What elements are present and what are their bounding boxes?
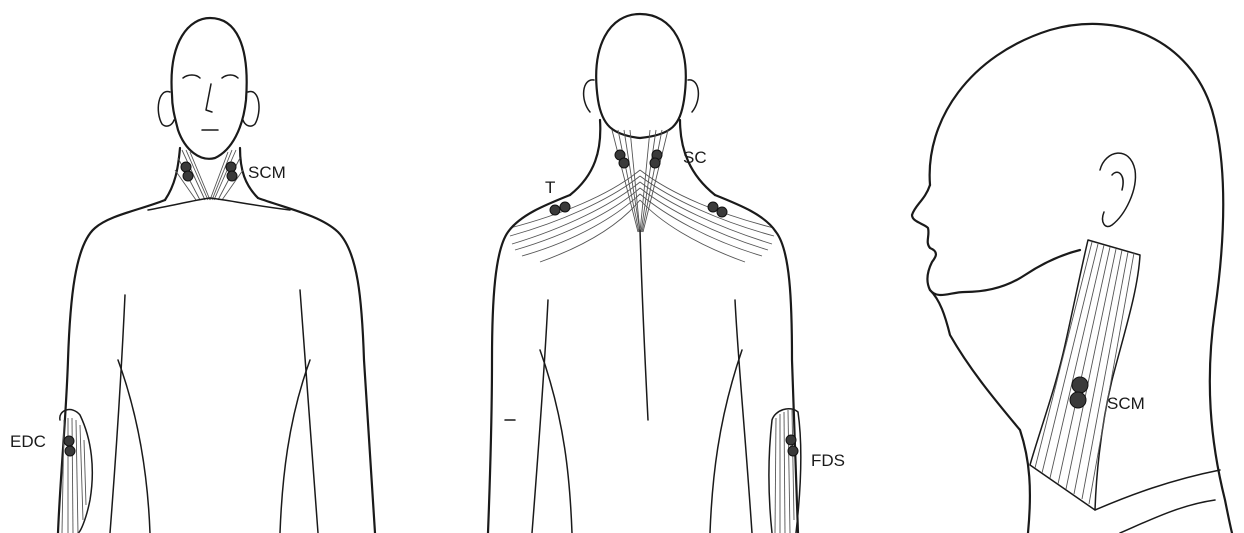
posterior-head-outline: [596, 14, 686, 138]
posterior-sc-label: SC: [683, 148, 707, 167]
anterior-torso-outline: [58, 198, 375, 533]
lateral-scm-muscle-outline: [1030, 240, 1140, 510]
posterior-spine-line: [640, 230, 648, 420]
posterior-fds-fibers: [775, 410, 794, 533]
posterior-left-sc-electrodes: [615, 150, 629, 168]
lateral-ear: [1100, 153, 1135, 226]
lateral-ear-inner: [1112, 172, 1123, 190]
anterior-view-figure: SCM EDC: [10, 18, 375, 533]
posterior-left-ear: [584, 80, 594, 112]
anterior-right-scm-electrodes: [226, 162, 237, 181]
posterior-left-trapezius-electrodes: [550, 202, 570, 215]
posterior-left-arm-inner: [532, 300, 548, 533]
posterior-trapezius-label: T: [545, 178, 555, 197]
posterior-right-sc-electrodes: [650, 150, 662, 168]
anterior-left-scm-electrodes: [181, 162, 193, 181]
lateral-neck-front: [930, 290, 1030, 533]
lateral-scm-fibers: [1035, 242, 1134, 504]
posterior-right-arm-inner: [735, 300, 752, 533]
posterior-right-ear: [688, 80, 698, 112]
lateral-shoulder-line: [1095, 470, 1220, 510]
anterior-left-arm-inner: [110, 295, 125, 533]
anterior-left-eye: [183, 75, 200, 78]
anterior-left-waist: [118, 360, 150, 533]
lateral-scm-electrodes: [1070, 377, 1088, 408]
posterior-right-waist: [710, 350, 742, 533]
posterior-fds-label: FDS: [811, 451, 845, 470]
lateral-face-profile: [912, 185, 1080, 295]
lateral-head-outline: [930, 24, 1232, 533]
posterior-left-waist: [540, 350, 572, 533]
anterior-edc-label: EDC: [10, 432, 46, 451]
posterior-torso-outline: [488, 195, 798, 533]
anterior-scm-label: SCM: [248, 163, 286, 182]
lateral-shoulder-lower: [1120, 500, 1215, 533]
anterior-right-arm-inner: [300, 290, 318, 533]
anterior-right-waist: [280, 360, 310, 533]
posterior-view-figure: T SC FDS: [488, 14, 845, 533]
posterior-neck-left: [570, 120, 600, 195]
anterior-right-eye: [222, 75, 238, 78]
anterior-nose: [206, 84, 212, 112]
anterior-clavicle-line: [148, 198, 290, 210]
anterior-head-outline: [172, 18, 247, 159]
anterior-edc-fibers: [62, 418, 86, 533]
lateral-view-figure: SCM: [912, 24, 1232, 533]
lateral-scm-label: SCM: [1107, 394, 1145, 413]
posterior-fds-electrodes: [786, 435, 798, 456]
anterior-edc-electrodes: [64, 436, 75, 456]
